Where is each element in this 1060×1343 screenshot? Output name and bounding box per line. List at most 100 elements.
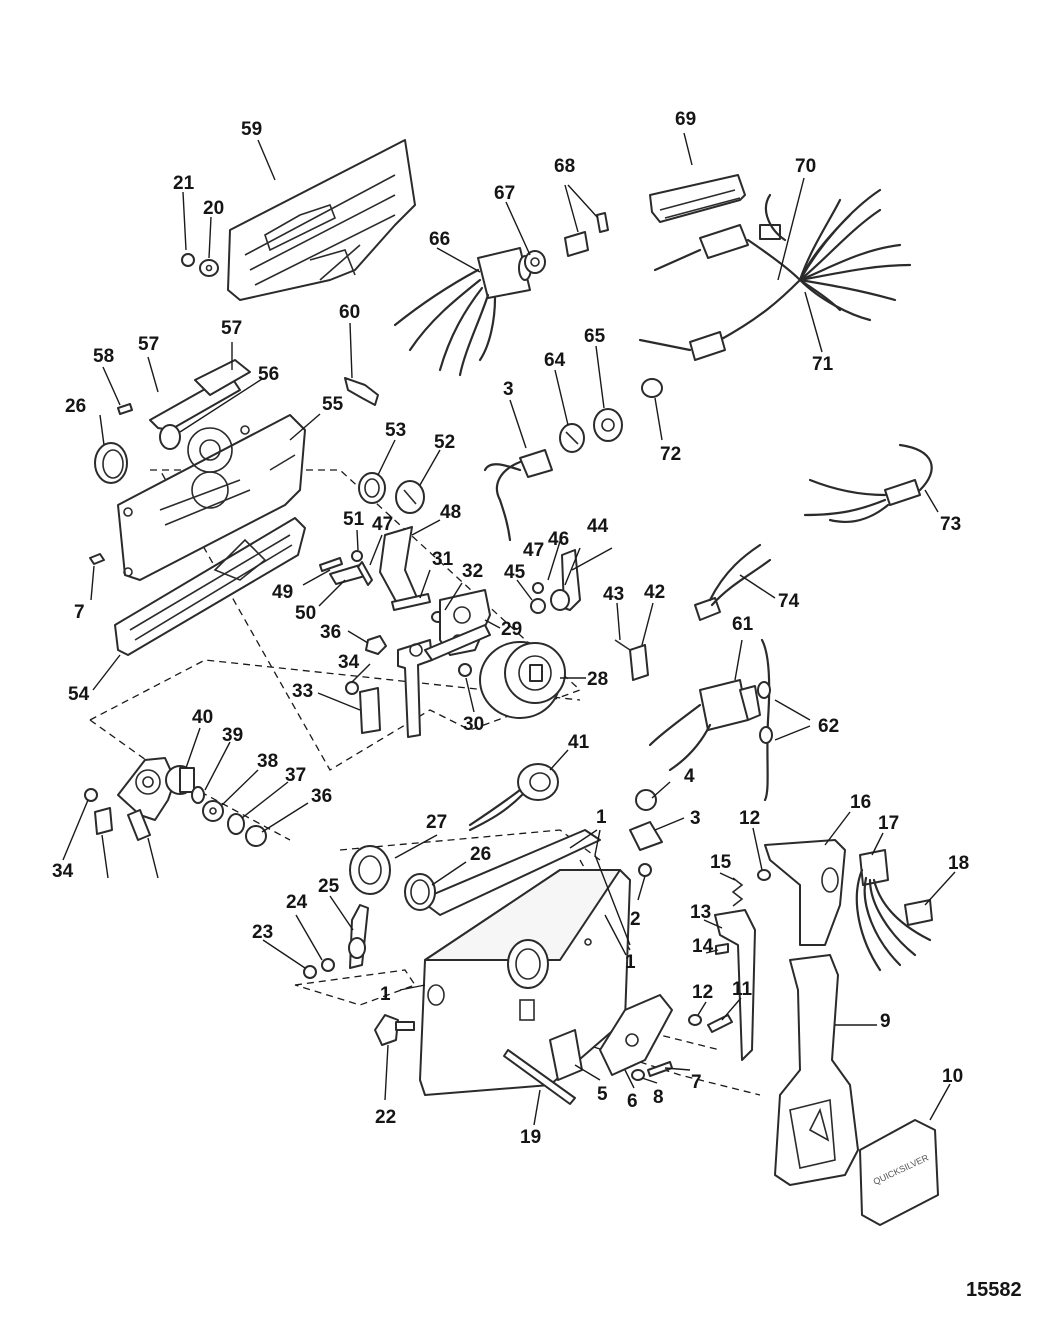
callout-64: 64 [544, 350, 566, 371]
washer-24 [321, 958, 335, 972]
screw-49 [319, 557, 343, 572]
callout-59: 59 [241, 119, 262, 140]
callout-8: 8 [653, 1087, 664, 1108]
callout-13: 13 [690, 902, 711, 923]
housing-half-55 [117, 414, 306, 581]
callout-73: 73 [940, 514, 961, 535]
callout-62: 62 [818, 716, 839, 737]
gasket-27 [349, 845, 391, 895]
bushing-40 [165, 765, 195, 795]
harness-74 [694, 543, 772, 621]
callout-29: 29 [501, 619, 522, 640]
gear-64 [559, 423, 585, 453]
switch-3-upper [483, 449, 553, 542]
callout-2: 2 [630, 909, 641, 930]
callout-labels: 59 21 20 66 67 68 69 70 71 72 60 57 57 5… [52, 109, 969, 1148]
callout-20: 20 [203, 198, 224, 219]
callout-12-upper: 12 [739, 808, 760, 829]
switch-17 [855, 849, 932, 972]
callout-18: 18 [948, 853, 969, 874]
screw-8 [631, 1069, 645, 1081]
callout-12-lower: 12 [692, 982, 713, 1003]
callout-3-lower: 3 [690, 808, 701, 829]
nut-51 [351, 550, 363, 562]
clip-18 [904, 899, 933, 926]
callout-72: 72 [660, 444, 681, 465]
callout-36-lower: 36 [311, 786, 332, 807]
clip-34b [94, 807, 113, 835]
callout-37: 37 [285, 765, 306, 786]
callout-33: 33 [292, 681, 313, 702]
callout-25: 25 [318, 876, 340, 897]
callout-57-top: 57 [221, 318, 242, 339]
switch-3-lower [629, 821, 663, 851]
callout-28: 28 [587, 669, 608, 690]
lever-13 [714, 909, 756, 1061]
screw-14 [715, 943, 729, 955]
callout-50: 50 [295, 603, 316, 624]
pin-11 [707, 1014, 733, 1033]
callout-51: 51 [343, 509, 365, 530]
callout-26-lower: 26 [470, 844, 491, 865]
harness-73 [803, 443, 933, 523]
clip-39 [191, 786, 205, 804]
detent-plate-6 [599, 994, 673, 1076]
nut-21 [181, 253, 195, 267]
callout-19: 19 [520, 1127, 541, 1148]
main-housing-1 [419, 829, 631, 1096]
callout-1-top: 1 [596, 807, 607, 828]
callout-34-mid: 34 [338, 652, 360, 673]
harness-66 [393, 247, 532, 377]
callout-40: 40 [192, 707, 213, 728]
link-33b [359, 687, 381, 734]
figure-reference-number: 15582 [966, 1279, 1022, 1301]
lever-57 [149, 359, 251, 431]
bushing-56 [159, 424, 181, 450]
clip-60 [344, 377, 379, 406]
callout-61: 61 [732, 614, 754, 635]
gear-65 [593, 408, 623, 442]
callout-4: 4 [684, 766, 695, 787]
callout-69: 69 [675, 109, 696, 130]
callout-65: 65 [584, 326, 606, 347]
callout-47-upper: 47 [372, 514, 393, 535]
spring-15 [731, 877, 744, 907]
callout-5: 5 [597, 1084, 608, 1105]
o-ring-53 [358, 472, 386, 504]
screw-12-upper [757, 869, 771, 881]
switch-41 [468, 763, 559, 832]
shift-plate-assembly [117, 757, 176, 841]
callout-58: 58 [93, 346, 114, 367]
callout-31: 31 [432, 549, 454, 570]
nut-36-lower [245, 825, 267, 847]
screw-7 [647, 1061, 673, 1077]
nut-67 [524, 250, 546, 274]
knob-22 [374, 1014, 415, 1046]
callout-1-right: 1 [625, 952, 636, 973]
callout-74: 74 [778, 591, 800, 612]
lanyard-62 [757, 638, 773, 802]
handle-16 [764, 839, 846, 946]
label-sleeve-69 [649, 174, 746, 223]
callout-36-mid: 36 [320, 622, 341, 643]
cover-4 [635, 789, 657, 811]
cover-plate-10: QUICKSILVER [859, 1119, 939, 1226]
callout-17: 17 [878, 813, 899, 834]
callout-56: 56 [258, 364, 279, 385]
clip-68 [564, 212, 609, 257]
cap-72 [641, 378, 663, 398]
shift-arm-33 [397, 639, 433, 738]
callout-6: 6 [627, 1091, 638, 1112]
callout-24: 24 [286, 892, 308, 913]
callout-32: 32 [462, 561, 483, 582]
rear-cover-59 [227, 139, 416, 301]
callout-39: 39 [222, 725, 243, 746]
callout-21: 21 [173, 173, 195, 194]
callout-70: 70 [795, 156, 816, 177]
clip-42 [629, 644, 649, 681]
plate-54 [114, 517, 306, 656]
screw-58 [117, 403, 133, 415]
spring-47 [357, 561, 373, 586]
callout-42: 42 [644, 582, 665, 603]
callout-1-left: 1 [380, 984, 391, 1005]
